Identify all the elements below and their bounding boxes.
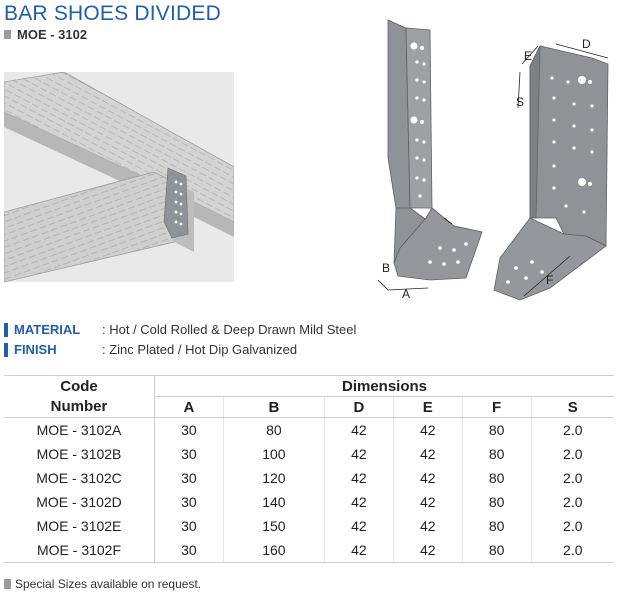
- left-bracket: [387, 19, 483, 281]
- row-value: 2.0: [563, 494, 583, 510]
- code-header-line2: Number: [4, 396, 155, 418]
- row-value: 42: [393, 514, 463, 538]
- spec-material-label: MATERIAL: [14, 322, 81, 337]
- column-header: D: [324, 396, 394, 418]
- dim-label-d: D: [582, 37, 591, 51]
- dimensions-header: Dimensions: [154, 375, 614, 397]
- row-value: 80: [462, 538, 532, 563]
- row-value: 150: [223, 514, 326, 538]
- spec-finish-marker: [4, 342, 8, 357]
- dim-label-e: E: [524, 49, 532, 63]
- row-value: 160: [223, 538, 326, 563]
- row-value: 42: [324, 417, 394, 442]
- row-value: 2.0: [563, 518, 583, 534]
- row-value: 42: [324, 466, 394, 490]
- row-code: MOE - 3102D: [4, 490, 155, 514]
- row-value: 120: [223, 466, 326, 490]
- row-value: 42: [393, 417, 463, 442]
- spec-material-marker: [4, 322, 8, 337]
- row-value: 42: [324, 514, 394, 538]
- row-code: MOE - 3102A: [4, 417, 155, 442]
- footer-note: Special Sizes available on request.: [4, 577, 201, 591]
- row-value: 2.0: [531, 538, 614, 563]
- row-value: 80: [223, 417, 326, 442]
- dim-label-a: A: [402, 287, 410, 301]
- column-header: B: [223, 396, 326, 418]
- row-code: MOE - 3102B: [4, 442, 155, 466]
- spec-material: MATERIAL : Hot / Cold Rolled & Deep Draw…: [4, 322, 356, 337]
- row-value: 42: [393, 466, 463, 490]
- row-value: 80: [462, 514, 532, 538]
- row-value: 42: [324, 442, 394, 466]
- dim-label-f: F: [546, 273, 553, 287]
- column-header: S: [531, 396, 614, 418]
- page-title: BAR SHOES DIVIDED: [4, 2, 221, 25]
- row-value: 30: [154, 538, 224, 563]
- column-header: E: [393, 396, 463, 418]
- row-code: MOE - 3102E: [4, 514, 155, 538]
- column-header: F: [462, 396, 532, 418]
- row-code: MOE - 3102F: [4, 538, 155, 563]
- hanger-holes: [174, 180, 183, 226]
- product-diagram: B A E D S F: [377, 19, 609, 301]
- right-bracket: [493, 45, 609, 301]
- spec-finish-value: : Zinc Plated / Hot Dip Galvanized: [102, 342, 298, 357]
- row-value: 30: [154, 417, 224, 442]
- spec-finish-label: FINISH: [14, 342, 57, 357]
- row-value: 2.0: [563, 446, 583, 462]
- installation-illustration: [4, 72, 234, 282]
- row-value: 80: [462, 466, 532, 490]
- row-value: 42: [393, 538, 463, 563]
- row-value: 100: [223, 442, 326, 466]
- dim-label-b: B: [382, 261, 390, 275]
- row-value: 80: [462, 442, 532, 466]
- spec-finish: FINISH : Zinc Plated / Hot Dip Galvanize…: [4, 342, 297, 357]
- model-code-row: MOE - 3102: [4, 27, 87, 42]
- code-header-line1: Code: [4, 375, 155, 397]
- dim-label-s: S: [516, 95, 524, 109]
- row-value: 30: [154, 514, 224, 538]
- row-value: 42: [324, 538, 394, 563]
- footer-note-marker: [4, 579, 11, 589]
- row-value: 80: [462, 490, 532, 514]
- row-value: 140: [223, 490, 326, 514]
- row-value: 80: [462, 417, 532, 442]
- dimension-lines: [377, 43, 609, 297]
- row-code: MOE - 3102C: [4, 466, 155, 490]
- row-value: 42: [324, 490, 394, 514]
- spec-material-value: : Hot / Cold Rolled & Deep Drawn Mild St…: [102, 322, 357, 337]
- model-code: MOE - 3102: [17, 27, 88, 42]
- row-value: 2.0: [563, 470, 583, 486]
- row-value: 2.0: [563, 422, 583, 438]
- row-value: 30: [154, 442, 224, 466]
- column-header: A: [154, 396, 224, 418]
- row-value: 42: [393, 442, 463, 466]
- row-value: 30: [154, 490, 224, 514]
- row-value: 30: [154, 466, 224, 490]
- dimensions-table: Code Dimensions Number A B D E F S MOE -…: [4, 375, 614, 563]
- footer-note-text: Special Sizes available on request.: [15, 577, 202, 591]
- model-code-marker: [4, 30, 11, 39]
- row-value: 42: [393, 490, 463, 514]
